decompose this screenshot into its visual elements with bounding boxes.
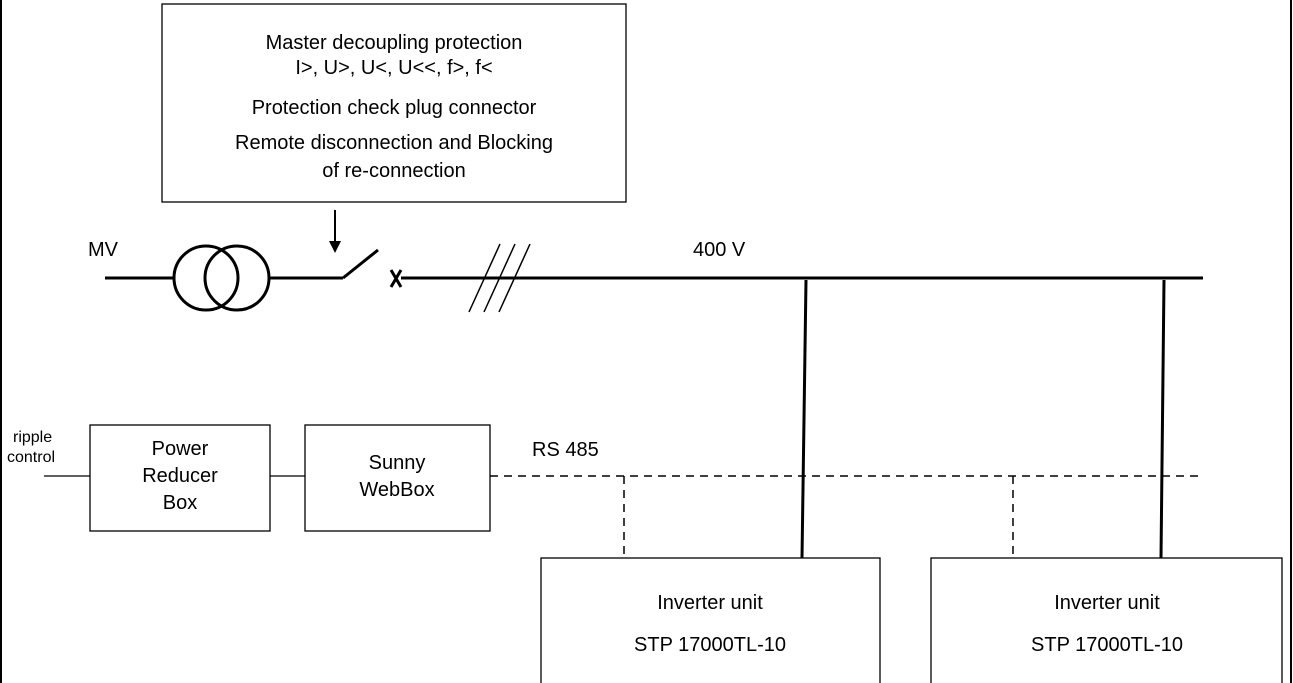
inverter-unit-1 [540,557,881,683]
reducer-label-1: Power [152,438,209,460]
webbox-label-2: WebBox [359,479,434,501]
mv-label: MV [88,239,119,261]
rs485-label: RS 485 [532,439,599,461]
inverter-2-model: STP 17000TL-10 [1031,634,1183,656]
decoupling-switch-icon [342,248,379,280]
three-phase-mark-3 [498,243,531,313]
three-phase-mark-2 [483,243,516,313]
ac-drop-inverter-1 [800,279,808,559]
inverter-2-title: Inverter unit [1054,592,1160,614]
ripple-label: ripple [13,429,52,446]
protection-functions: I>, U>, U<, U<<, f>, f< [295,57,492,79]
three-phase-mark-1 [468,243,501,313]
power-reducer-box [89,424,271,532]
protection-arrow-head [329,241,341,253]
voltage-label: 400 V [693,239,746,261]
protection-title: Master decoupling protection [266,32,523,54]
webbox-label-1: Sunny [369,452,426,474]
inverter-1-model: STP 17000TL-10 [634,634,786,656]
inverter-1-title: Inverter unit [657,592,763,614]
reducer-label-2: Reducer [142,465,218,487]
protection-remote-disconnection: Remote disconnection and Blocking [235,132,553,154]
inverter-unit-2 [930,557,1283,683]
protection-box [161,3,627,203]
ac-drop-inverter-2 [1159,279,1166,559]
protection-check-connector: Protection check plug connector [252,97,537,119]
ripple-control-label: control [7,449,55,466]
sunny-webbox [304,424,491,532]
protection-reconnection: of re-connection [322,160,465,182]
breaker-icon-b [389,269,403,288]
transformer-primary-coil-icon [172,244,240,312]
reducer-label-3: Box [163,492,197,514]
